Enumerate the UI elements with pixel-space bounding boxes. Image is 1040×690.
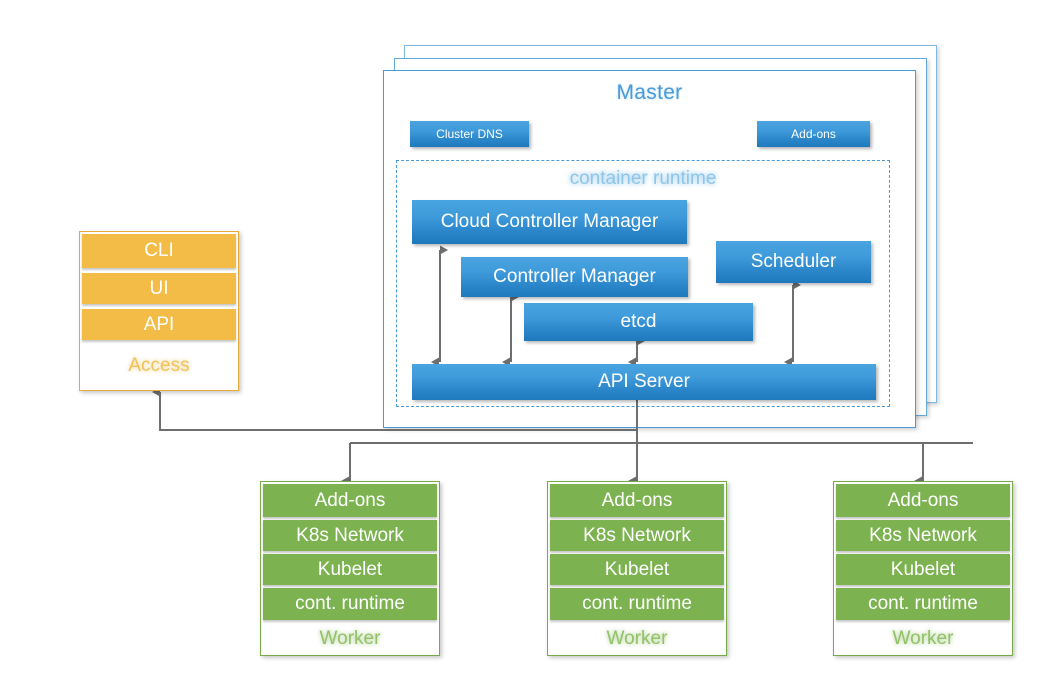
cluster-dns-box[interactable]: Cluster DNS bbox=[410, 121, 529, 147]
access-item-api-label: API bbox=[143, 313, 175, 335]
worker-node-1[interactable]: Add-ons K8s Network Kubelet cont. runtim… bbox=[260, 481, 440, 656]
access-panel[interactable]: CLI UI API Access bbox=[79, 231, 239, 391]
master-addons-label: Add-ons bbox=[791, 127, 836, 141]
cloud-controller-manager-label: Cloud Controller Manager bbox=[440, 211, 659, 232]
worker-2-layer-kubelet[interactable]: Kubelet bbox=[550, 554, 724, 585]
cluster-dns-label: Cluster DNS bbox=[436, 127, 503, 141]
access-item-cli-label: CLI bbox=[144, 240, 174, 261]
worker-2-layer-runtime-label: cont. runtime bbox=[582, 593, 692, 614]
worker-node-1-label-text: Worker bbox=[319, 627, 381, 649]
worker-1-layer-network-label: K8s Network bbox=[296, 524, 404, 546]
etcd-label: etcd bbox=[620, 311, 657, 332]
worker-3-layer-network[interactable]: K8s Network bbox=[836, 520, 1010, 551]
worker-3-layer-addons[interactable]: Add-ons bbox=[836, 484, 1010, 517]
master-title: Master bbox=[616, 81, 683, 104]
worker-node-1-label: Worker bbox=[261, 622, 439, 655]
access-item-api[interactable]: API bbox=[82, 309, 236, 340]
container-runtime-title: container runtime bbox=[569, 168, 717, 189]
worker-3-layer-network-label: K8s Network bbox=[869, 524, 977, 546]
worker-1-layer-kubelet-label: Kubelet bbox=[317, 558, 383, 580]
worker-2-layer-runtime[interactable]: cont. runtime bbox=[550, 588, 724, 620]
access-item-cli[interactable]: CLI bbox=[82, 234, 236, 268]
worker-node-3-label-text: Worker bbox=[892, 627, 954, 649]
worker-2-layer-network[interactable]: K8s Network bbox=[550, 520, 724, 551]
controller-manager-box[interactable]: Controller Manager bbox=[461, 257, 688, 297]
worker-1-layer-addons-label: Add-ons bbox=[314, 489, 386, 511]
worker-3-layer-runtime-label: cont. runtime bbox=[868, 593, 978, 614]
worker-3-layer-addons-label: Add-ons bbox=[887, 489, 959, 511]
worker-1-layer-runtime-label: cont. runtime bbox=[295, 593, 405, 614]
scheduler-box[interactable]: Scheduler bbox=[716, 241, 871, 283]
api-server-label: API Server bbox=[598, 371, 690, 392]
access-item-ui-label: UI bbox=[149, 277, 169, 299]
worker-node-3[interactable]: Add-ons K8s Network Kubelet cont. runtim… bbox=[833, 481, 1013, 656]
worker-2-layer-addons[interactable]: Add-ons bbox=[550, 484, 724, 517]
controller-manager-label: Controller Manager bbox=[493, 266, 656, 287]
worker-1-layer-kubelet[interactable]: Kubelet bbox=[263, 554, 437, 585]
worker-node-2-label: Worker bbox=[548, 622, 726, 655]
worker-1-layer-network[interactable]: K8s Network bbox=[263, 520, 437, 551]
worker-node-2[interactable]: Add-ons K8s Network Kubelet cont. runtim… bbox=[547, 481, 727, 656]
worker-3-layer-kubelet-label: Kubelet bbox=[890, 558, 956, 580]
worker-node-2-label-text: Worker bbox=[606, 627, 668, 649]
master-addons-box[interactable]: Add-ons bbox=[757, 121, 870, 147]
worker-3-layer-kubelet[interactable]: Kubelet bbox=[836, 554, 1010, 585]
worker-2-layer-addons-label: Add-ons bbox=[601, 489, 673, 511]
cloud-controller-manager-box[interactable]: Cloud Controller Manager bbox=[412, 200, 687, 244]
worker-2-layer-network-label: K8s Network bbox=[583, 524, 691, 546]
access-item-ui[interactable]: UI bbox=[82, 273, 236, 304]
worker-1-layer-runtime[interactable]: cont. runtime bbox=[263, 588, 437, 620]
worker-node-3-label: Worker bbox=[834, 622, 1012, 655]
access-panel-label: Access bbox=[80, 344, 238, 388]
worker-3-layer-runtime[interactable]: cont. runtime bbox=[836, 588, 1010, 620]
etcd-box[interactable]: etcd bbox=[524, 303, 753, 341]
scheduler-label: Scheduler bbox=[750, 251, 837, 272]
access-panel-label-text: Access bbox=[128, 355, 190, 376]
worker-2-layer-kubelet-label: Kubelet bbox=[604, 558, 670, 580]
api-server-box[interactable]: API Server bbox=[412, 364, 876, 400]
worker-1-layer-addons[interactable]: Add-ons bbox=[263, 484, 437, 517]
